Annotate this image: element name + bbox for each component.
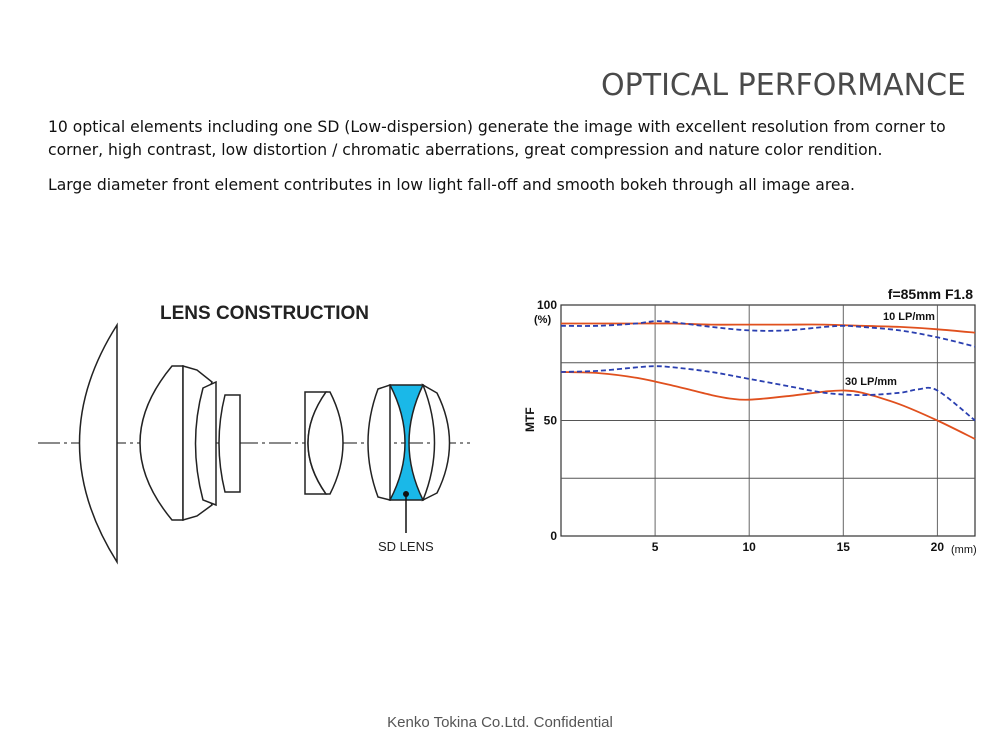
lens-diagram-title: LENS CONSTRUCTION [160, 303, 369, 324]
y-unit-label: (%) [534, 314, 551, 326]
mtf-chart: f=85mm F1.8 (%) (mm) MTF 5 10 15 20 0 50 100 10… [523, 286, 977, 556]
series-line-30lpmm-solid [560, 371, 976, 440]
y-tick-label: 100 [537, 298, 557, 312]
lens-element-10 [421, 383, 451, 502]
series-line-10lpmm-dashed [560, 320, 976, 348]
y-tick-label: 0 [550, 529, 557, 543]
lens-element-7 [307, 391, 344, 495]
lens-element-2 [139, 365, 184, 521]
x-tick-label: 15 [837, 540, 851, 554]
sd-lens-label: SD LENS [378, 539, 434, 554]
series-line-30lpmm-dashed [560, 365, 976, 422]
x-tick-label: 5 [652, 540, 659, 554]
description-paragraph-1: 10 optical elements including one SD (Lo… [48, 118, 946, 159]
series-line-10lpmm-solid [561, 322, 976, 334]
x-tick-label: 20 [931, 540, 945, 554]
x-unit-label: (mm) [951, 544, 977, 556]
y-axis-label: MTF [523, 407, 537, 432]
lens-element-4 [194, 380, 217, 507]
x-tick-label: 10 [743, 540, 757, 554]
lens-element-8 [367, 383, 391, 501]
lens-element-5 [218, 394, 241, 493]
y-tick-label: 50 [544, 414, 558, 428]
confidential-footer: Kenko Tokina Co.Ltd. Confidential [387, 714, 613, 731]
sd-lens-element [388, 384, 425, 501]
page-title: OPTICAL PERFORMANCE [601, 68, 966, 103]
lens-construction-diagram: LENS CONSTRUCTION SD LENS [38, 303, 470, 565]
series-label-10lpmm: 10 LP/mm [883, 311, 935, 323]
lens-element-1 [78, 322, 118, 565]
description-paragraph-2: Large diameter front element contributes… [48, 176, 856, 194]
chart-title: f=85mm F1.8 [888, 286, 973, 302]
series-label-30lpmm: 30 LP/mm [845, 376, 897, 388]
